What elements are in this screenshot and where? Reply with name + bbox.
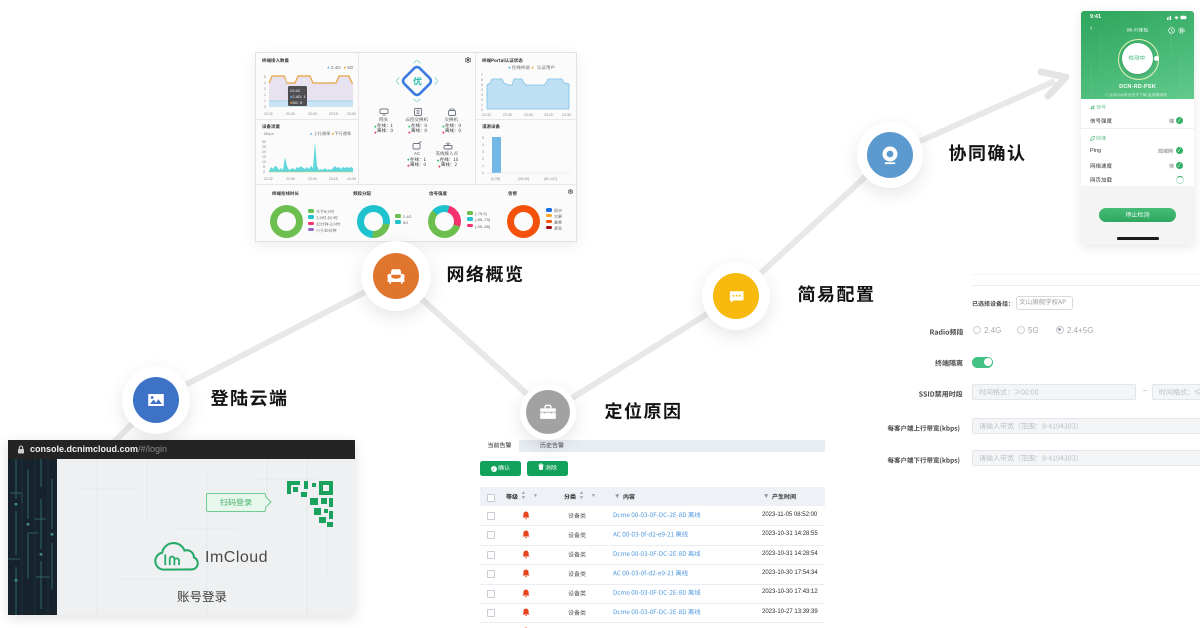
svg-text:5: 5 [482, 136, 484, 140]
svg-text:22:45: 22:45 [503, 113, 512, 117]
svg-text:1: 1 [482, 164, 484, 168]
svg-text:30: 30 [262, 140, 266, 144]
svg-text:20: 20 [262, 150, 266, 154]
svg-text:1: 1 [481, 103, 483, 107]
svg-text:23:30: 23:30 [347, 112, 356, 116]
svg-text:25: 25 [262, 145, 266, 149]
svg-text:23:00: 23:00 [524, 113, 533, 117]
svg-text:0: 0 [481, 108, 483, 112]
svg-text:15: 15 [262, 155, 266, 159]
svg-text:23:15: 23:15 [544, 113, 553, 117]
svg-text:0: 0 [264, 105, 266, 109]
svg-text:22:32: 22:32 [264, 177, 273, 181]
svg-text:(25,50]: (25,50] [518, 177, 529, 181]
svg-text:1: 1 [264, 99, 266, 103]
svg-text:4: 4 [264, 81, 266, 85]
svg-text:23:15: 23:15 [329, 177, 338, 181]
svg-text:2: 2 [482, 157, 484, 161]
svg-text:5: 5 [481, 83, 483, 87]
svg-text:23:15: 23:15 [329, 112, 338, 116]
svg-text:22:32: 22:32 [482, 113, 491, 117]
svg-text:2: 2 [264, 93, 266, 97]
svg-text:5: 5 [264, 75, 266, 79]
svg-text:0: 0 [263, 170, 265, 174]
svg-text:3: 3 [264, 87, 266, 91]
svg-text:22:45: 22:45 [286, 177, 295, 181]
svg-text:4: 4 [482, 143, 484, 147]
svg-text:23:30: 23:30 [562, 113, 571, 117]
svg-text:(50,127]: (50,127] [544, 177, 557, 181]
svg-text:2: 2 [481, 98, 483, 102]
svg-text:3: 3 [481, 93, 483, 97]
svg-text:0: 0 [482, 171, 484, 175]
svg-text:7: 7 [481, 73, 483, 77]
svg-text:10: 10 [262, 160, 266, 164]
svg-text:6: 6 [481, 78, 483, 82]
svg-text:4: 4 [481, 88, 483, 92]
svg-text:23:30: 23:30 [347, 177, 356, 181]
svg-text:22:32: 22:32 [264, 112, 273, 116]
svg-text:5: 5 [263, 165, 265, 169]
svg-text:3: 3 [482, 150, 484, 154]
svg-text:23:00: 23:00 [308, 112, 317, 116]
svg-text:(0,25]: (0,25] [491, 177, 500, 181]
svg-text:23:00: 23:00 [308, 177, 317, 181]
svg-text:22:45: 22:45 [286, 112, 295, 116]
